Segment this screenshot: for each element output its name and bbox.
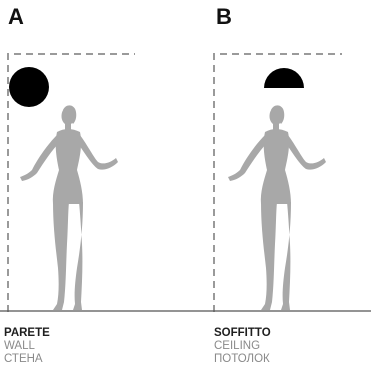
caption-wall-en: WALL [4,340,35,352]
panel-b-caption: SOFFITTO CEILING ПОТОЛОК [214,327,271,366]
panel-a-letter: A [8,4,24,29]
panel-a-dashed-outline [7,53,135,312]
caption-ceiling-en: CEILING [214,340,261,352]
caption-wall-ru: СТЕНА [4,353,43,365]
caption-title-ceiling-it: SOFFITTO [214,327,271,339]
ceiling-lamp-icon [264,68,304,88]
panel-b-dashed-outline [213,53,342,312]
woman-silhouette-a [20,105,118,310]
panel-b-letter: B [216,4,232,29]
caption-title-wall-it: PARETE [4,327,50,339]
wall-lamp-icon [9,67,49,107]
woman-silhouette-b [228,105,326,310]
panel-a-caption: PARETE WALL СТЕНА [4,327,50,366]
caption-ceiling-ru: ПОТОЛОК [214,353,270,365]
